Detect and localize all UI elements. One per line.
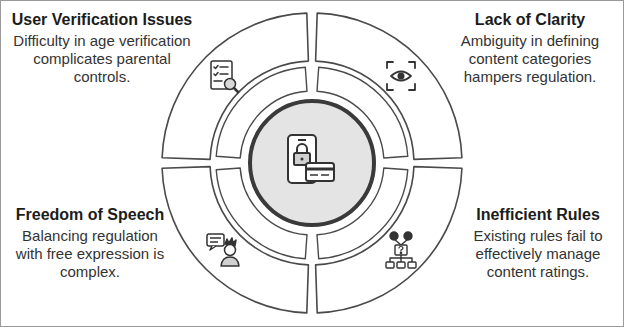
tree-circle xyxy=(404,232,412,240)
question-box xyxy=(395,245,407,255)
bubble-line xyxy=(210,237,221,239)
phone-speaker xyxy=(298,139,306,141)
tree-leaf xyxy=(386,262,394,268)
eye-scan-icon xyxy=(387,62,415,90)
card-stripe xyxy=(306,168,334,171)
inner-ring xyxy=(216,67,408,259)
list-line xyxy=(214,80,222,82)
lock-keyhole xyxy=(301,158,304,161)
hierarchy-icon xyxy=(386,232,416,268)
annotation-block: Lack of ClarityAmbiguity in defining con… xyxy=(455,10,605,86)
heading-text: User Verification Issues xyxy=(6,10,198,29)
question-dot xyxy=(400,252,401,253)
scan-corner xyxy=(387,84,393,90)
lock-shackle xyxy=(297,144,307,153)
phone-lock-icon xyxy=(288,135,334,183)
check-mark xyxy=(214,66,218,69)
annotation-block: User Verification IssuesDifficulty in ag… xyxy=(6,10,198,86)
card-line xyxy=(310,174,318,176)
eye-outline xyxy=(391,72,411,81)
scan-corner xyxy=(409,84,415,90)
card-line xyxy=(321,174,329,176)
person-body xyxy=(221,257,239,266)
tree-leaf xyxy=(408,262,416,268)
eye-pupil xyxy=(398,73,405,80)
annotation-block: Freedom of SpeechBalancing regulation wi… xyxy=(14,205,166,281)
check-mark xyxy=(214,73,218,76)
body-text: Ambiguity in defining content categories… xyxy=(455,32,605,86)
magnifier-handle xyxy=(234,88,238,92)
annotation-block: Inefficient RulesExisting rules fail to … xyxy=(462,205,614,281)
tree-leaf xyxy=(397,262,405,268)
scan-corner xyxy=(409,62,415,68)
scan-corner xyxy=(387,62,393,68)
center-disc xyxy=(250,101,374,225)
speaker-icon xyxy=(207,234,239,266)
list-line xyxy=(220,66,228,68)
list-line xyxy=(220,73,228,75)
heading-text: Inefficient Rules xyxy=(462,205,614,224)
question-glyph xyxy=(399,247,403,252)
outer-ring xyxy=(162,13,462,313)
card-body xyxy=(306,163,334,181)
heading-text: Lack of Clarity xyxy=(455,10,605,29)
body-text: Difficulty in age verification complicat… xyxy=(6,32,198,86)
tree-circle xyxy=(390,232,398,240)
checklist-icon xyxy=(211,61,238,92)
speech-bubble xyxy=(207,234,224,246)
heading-text: Freedom of Speech xyxy=(14,205,166,224)
person-head xyxy=(225,245,236,256)
body-text: Balancing regulation with free expressio… xyxy=(14,227,166,281)
bubble-tail xyxy=(210,246,216,250)
body-text: Existing rules fail to effectively manag… xyxy=(462,227,614,281)
bubble-line xyxy=(210,241,218,243)
